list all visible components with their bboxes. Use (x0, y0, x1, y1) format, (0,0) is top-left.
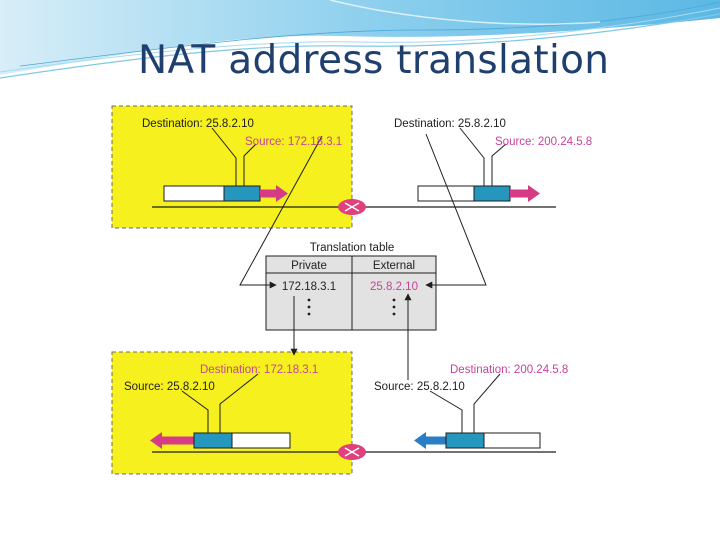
flow-arrow-private-in (239, 135, 323, 289)
packet-bottom-right (414, 432, 541, 449)
router-icon (338, 444, 366, 460)
table-cell-external: 25.8.2.10 (370, 281, 418, 293)
flow-arrow-external-in (425, 133, 487, 289)
translation-table-title: Translation table (310, 242, 395, 254)
inbound-arrow-icon (150, 432, 194, 449)
packet-top-right (417, 185, 540, 202)
slide-title: NAT address translation (138, 38, 610, 83)
bottom-right-destination-label: Destination: 200.24.5.8 (450, 364, 568, 376)
bottom-left-destination-label: Destination: 172.18.3.1 (200, 364, 318, 376)
packet-bottom-left (150, 432, 291, 449)
top-left-destination-label: Destination: 25.8.2.10 (142, 118, 254, 130)
bottom-left-source-label: Source: 25.8.2.10 (124, 381, 215, 393)
private-zone-bottom (111, 351, 353, 475)
bottom-right-source-label: Source: 25.8.2.10 (374, 381, 465, 393)
packet-header (445, 432, 485, 449)
translation-flow (239, 133, 487, 380)
packet-header (193, 432, 233, 449)
packet-header (223, 185, 261, 202)
packet-top-left (163, 185, 288, 202)
inbound-arrow-icon (414, 432, 446, 449)
table-header-external: External (373, 260, 415, 272)
table-ellipsis (307, 298, 396, 316)
table-header-private: Private (291, 260, 327, 272)
outbound-arrow-icon (260, 185, 288, 202)
label-leaders (181, 127, 507, 433)
top-right-source-label: Source: 200.24.5.8 (495, 136, 592, 148)
private-zone-top (111, 105, 353, 229)
top-right-destination-label: Destination: 25.8.2.10 (394, 118, 506, 130)
router-icon (338, 199, 366, 215)
packet-header (473, 185, 511, 202)
outbound-arrow-icon (510, 185, 540, 202)
table-cell-private: 172.18.3.1 (282, 281, 336, 293)
top-left-source-label: Source: 172.18.3.1 (245, 136, 342, 148)
